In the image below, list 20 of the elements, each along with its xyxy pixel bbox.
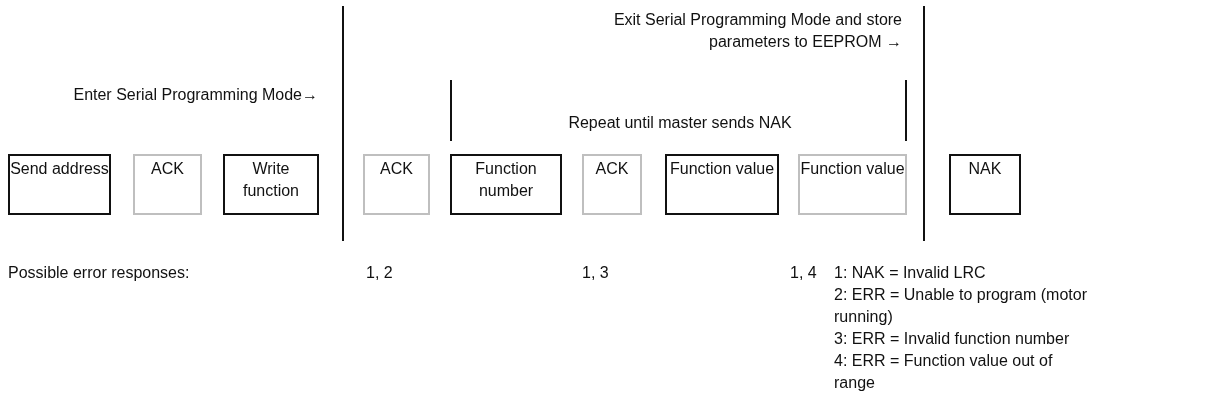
message-box: Send address <box>8 154 111 215</box>
message-box: Write function <box>223 154 319 215</box>
row-heading: Possible error responses: <box>8 263 191 283</box>
error-note: 4: ERR = Function value out of range <box>834 351 1054 393</box>
message-box: ACK <box>582 154 642 215</box>
error-codes: 1, 3 <box>582 263 610 283</box>
message-box: NAK <box>949 154 1021 215</box>
phase-note: Exit Serial Programming Mode and store parameters to EEPROM → <box>612 10 902 52</box>
error-note: 1: NAK = Invalid LRC <box>834 263 987 283</box>
phase-note: Enter Serial Programming Mode→ <box>72 85 318 105</box>
message-box: Function value <box>798 154 907 215</box>
error-codes: 1, 2 <box>366 263 394 283</box>
error-note: 2: ERR = Unable to program (motor running) <box>834 285 1088 327</box>
loop-note: Repeat until master sends NAK <box>567 113 793 133</box>
error-note: 3: ERR = Invalid function number <box>834 329 1071 349</box>
message-box: ACK <box>363 154 430 215</box>
message-box: ACK <box>133 154 202 215</box>
message-box: Function number <box>450 154 562 215</box>
message-box: Function value <box>665 154 779 215</box>
error-codes: 1, 4 <box>790 263 818 283</box>
